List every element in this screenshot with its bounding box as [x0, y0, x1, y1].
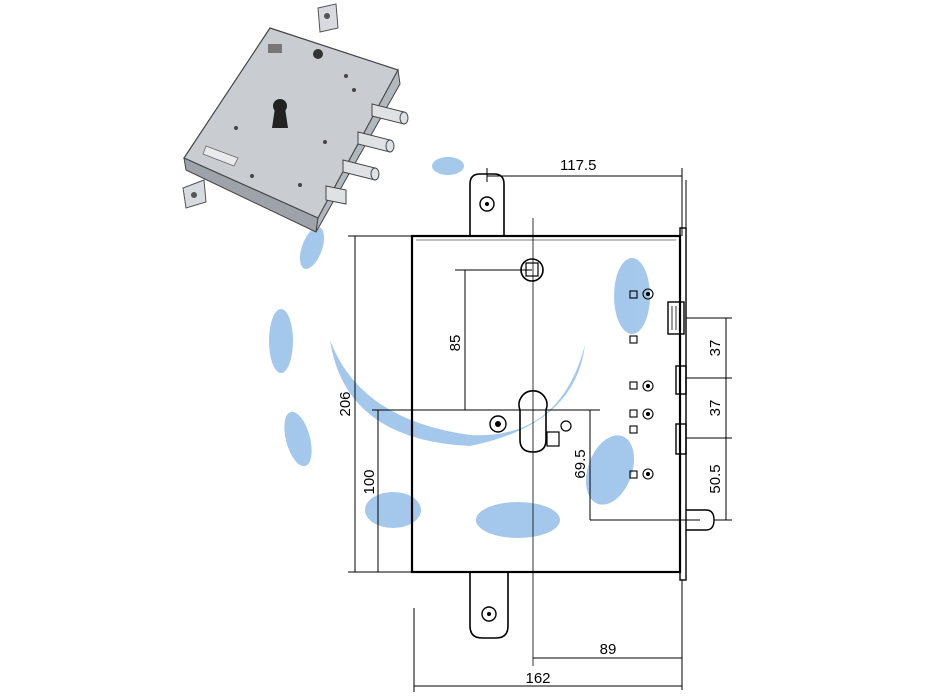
- dim-keyhole-to-follower: 85: [447, 335, 464, 352]
- mortise-lock-photo: [182, 3, 409, 233]
- dim-backset: 89: [600, 641, 617, 658]
- dim-cylinder-offset: 69.5: [572, 449, 589, 478]
- brand-logo-watermark: [269, 157, 650, 538]
- side-holes: [629, 288, 654, 480]
- dim-overall-height: 206: [337, 391, 354, 416]
- dim-top-width: 117.5: [560, 157, 596, 174]
- dim-bolt-pitch-3: 50.5: [707, 464, 724, 493]
- lock-technical-drawing: [410, 173, 715, 666]
- dim-bolt-pitch-1: 37: [707, 340, 724, 357]
- dim-bolt-pitch-2: 37: [707, 400, 724, 417]
- screw: [489, 415, 507, 433]
- faceplate: [679, 227, 687, 581]
- dim-overall-width: 162: [525, 670, 550, 687]
- dimension-lines: [348, 168, 732, 692]
- cylinder-keyhole: [518, 390, 548, 453]
- bottom-mounting-tab: [469, 572, 509, 639]
- dim-keyhole-height: 100: [361, 469, 378, 494]
